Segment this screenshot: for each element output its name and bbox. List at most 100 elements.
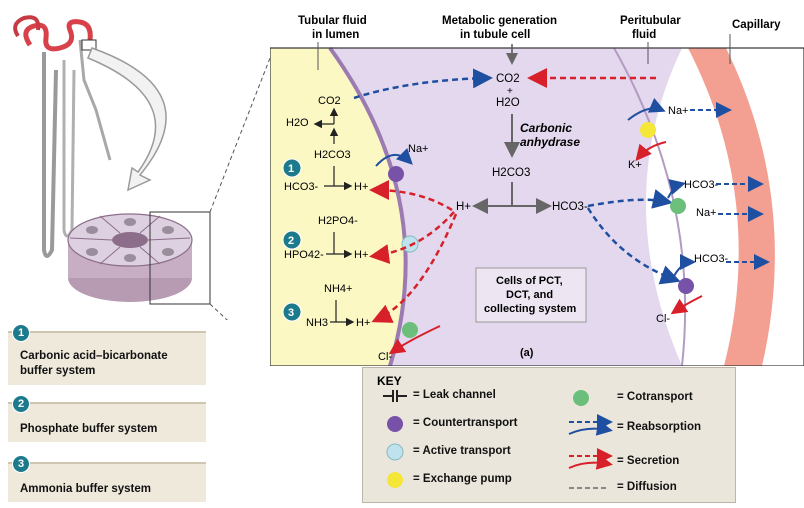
key-active-transport: = Active transport	[413, 445, 511, 457]
center-plus: +	[507, 86, 513, 97]
secretion-icon	[568, 448, 613, 470]
buffer-number-3: 3	[12, 455, 30, 473]
lumen-combine-1	[324, 166, 350, 186]
lumen-h2o: H2O	[286, 117, 309, 129]
arrow-h-out-3	[371, 213, 458, 323]
active-transport-icon	[386, 443, 404, 461]
center-h: H+	[456, 201, 471, 213]
leak-channel-icon	[383, 390, 407, 402]
exchange-pump	[640, 122, 656, 138]
arrow-h-out-2	[369, 211, 455, 264]
lumen-combine-3	[330, 300, 352, 322]
badge-3	[282, 302, 302, 322]
label-peritubular-2: fluid	[632, 29, 656, 41]
cells-line-1: Cells of PCT,	[496, 275, 563, 287]
key-secretion: = Secretion	[617, 455, 680, 467]
lumen-co2: CO2	[318, 95, 341, 107]
arrow-hco3-to-counter	[586, 207, 681, 285]
key-countertransport: = Countertransport	[413, 417, 518, 429]
capillary-vessel	[688, 48, 775, 366]
lumen-hco3: HCO3-	[284, 181, 319, 193]
center-co2: CO2	[496, 73, 520, 85]
countertransport-peri	[678, 278, 694, 294]
arrow-na-pump	[627, 97, 666, 121]
zoom-arrow	[87, 47, 167, 192]
countertransport-1	[388, 166, 404, 182]
key-diffusion: = Diffusion	[617, 481, 677, 493]
center-hco3: HCO3-	[552, 201, 588, 213]
peri-na-top: Na+	[668, 105, 689, 117]
badge-1	[282, 158, 302, 178]
key-title: KEY	[377, 374, 402, 388]
center-h2o: H2O	[496, 97, 520, 109]
buffer-number-2: 2	[12, 395, 30, 413]
lumen-h2co3: H2CO3	[314, 149, 351, 161]
lumen-h-3: H+	[356, 317, 370, 329]
lumen-nh3: NH3	[306, 317, 328, 329]
buffer-label-1b: buffer system	[20, 365, 96, 377]
peri-na-mid: Na+	[696, 207, 717, 219]
peri-hco3-b: HCO3-	[694, 253, 729, 265]
lumen-nh4: NH4+	[324, 283, 352, 295]
reabsorption-icon	[568, 414, 613, 436]
cells-line-2: DCT, and	[506, 289, 553, 301]
label-carbonic: Carbonic	[520, 121, 572, 135]
nephron-illustration	[13, 15, 270, 320]
exchange-pump-icon	[387, 472, 403, 488]
cell-membrane-left	[328, 46, 408, 366]
arrow-na-in	[375, 147, 413, 167]
label-peritubular-1: Peritubular	[620, 15, 681, 27]
zoom-line-top	[209, 57, 270, 213]
label-metabolic-2: in tubule cell	[460, 29, 530, 41]
buffer-number-1: 1	[12, 324, 30, 342]
lumen-cl: Cl-	[378, 351, 392, 363]
arrow-hco3-out-b	[673, 254, 696, 277]
lumen-na: Na+	[408, 143, 429, 155]
buffer-item-1: 1 Carbonic acid–bicarbonate buffer syste…	[8, 324, 206, 385]
cotransport-peri	[670, 198, 686, 214]
arrow-hco3-out-a	[667, 179, 686, 199]
badge-3-text: 3	[288, 307, 294, 319]
active-transport-pump	[401, 235, 419, 253]
center-h2co3: H2CO3	[492, 167, 530, 179]
label-tubular-fluid-2: in lumen	[312, 29, 359, 41]
lumen-h-2: H+	[354, 249, 368, 261]
lumen-h-1: H+	[354, 181, 368, 193]
arrow-hco3-to-cotransport	[587, 189, 673, 209]
buffer-label-3: Ammonia buffer system	[20, 483, 152, 495]
lumen-h2po4: H2PO4-	[318, 215, 358, 227]
cotransport-lumen	[402, 322, 418, 338]
key-leak-channel: = Leak channel	[413, 389, 496, 401]
arrow-cl-in	[670, 295, 703, 315]
peri-cl: Cl-	[656, 313, 670, 325]
badge-1-text: 1	[288, 163, 294, 175]
lumen-region	[270, 48, 406, 366]
tubule-cross-section	[67, 211, 211, 305]
transport-diagram: Tubular fluid in lumen Metabolic generat…	[270, 15, 804, 366]
key-symbols	[383, 390, 613, 489]
lumen-hpo4: HPO42-	[284, 249, 324, 261]
cells-info-box	[475, 267, 587, 323]
label-metabolic-1: Metabolic generation	[442, 15, 557, 27]
arrow-k-in	[635, 141, 667, 162]
label-tubular-fluid-1: Tubular fluid	[298, 15, 367, 27]
key-reabsorption: = Reabsorption	[617, 421, 702, 433]
key-cotransport: = Cotransport	[617, 391, 693, 403]
peri-k: K+	[628, 159, 642, 171]
buffer-item-2: 2 Phosphate buffer system	[8, 395, 206, 442]
label-anhydrase: anhydrase	[520, 135, 580, 149]
buffer-item-3: 3 Ammonia buffer system	[8, 455, 206, 502]
arrow-h-out-1	[369, 180, 453, 212]
zoom-line-bottom	[209, 303, 228, 320]
key-panel: KEY = Leak channel = Countertransport = …	[362, 367, 736, 503]
countertransport-icon	[387, 416, 403, 432]
badge-2	[282, 230, 302, 250]
arrow-cl-out	[388, 325, 441, 355]
buffer-label-2: Phosphate buffer system	[20, 423, 158, 435]
key-exchange-pump: = Exchange pump	[413, 473, 512, 485]
badge-2-text: 2	[288, 235, 294, 247]
cotransport-icon	[573, 390, 589, 406]
label-capillary: Capillary	[732, 19, 781, 31]
cells-line-3: collecting system	[484, 303, 577, 315]
buffer-label-1a: Carbonic acid–bicarbonate	[20, 350, 168, 362]
